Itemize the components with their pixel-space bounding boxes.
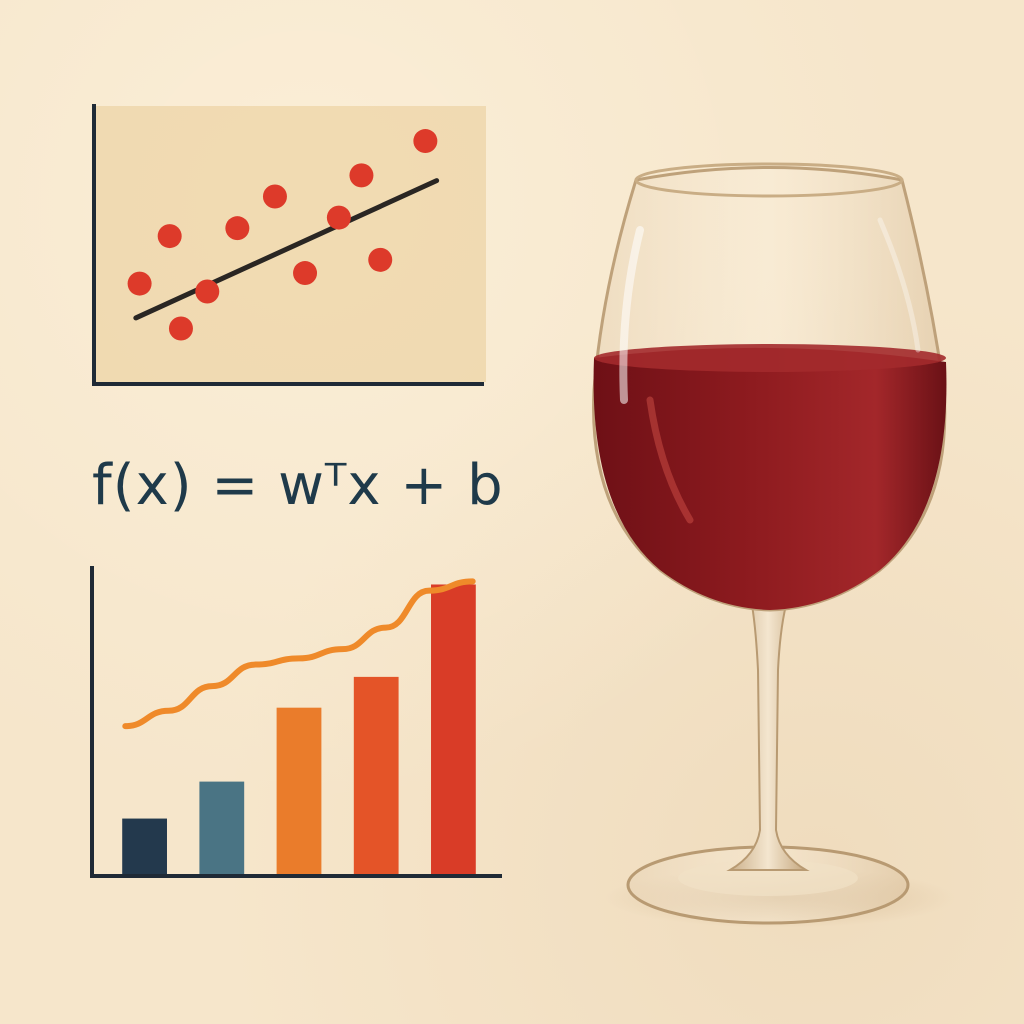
trend-curve [122,578,476,730]
wine-highlight [646,396,694,524]
bar [431,584,476,874]
scatter-point [293,261,318,286]
scatter-chart-svg [92,104,486,386]
scatter-point [195,279,220,304]
glass-stem [726,604,810,871]
scatter-point [168,316,193,341]
regression-line-layer [133,178,440,321]
wine-glass-illustration [580,150,960,950]
scatter-chart [88,100,488,392]
bar [353,676,399,874]
bar-chart-svg [90,566,502,878]
scatter-point [157,224,182,249]
scatter-point [225,216,250,241]
bar-layer [122,584,476,874]
wine-surface [594,344,946,372]
formula-text: f(x) = wᵀx + b [92,453,504,518]
scatter-point [326,205,351,230]
bar-chart [82,560,512,885]
glass-highlight-2 [877,217,921,353]
regression-line [133,178,440,321]
glass-foot-inner [678,860,858,896]
bar [199,781,245,874]
scatter-point [349,163,374,188]
bar [122,818,167,874]
scatter-point [262,184,287,209]
glass-highlight [619,226,644,404]
scatter-point [413,129,438,154]
scatter-point [368,247,393,272]
wine-glass-svg [592,162,955,928]
scatter-points-layer [127,129,438,341]
glass-rim [634,162,904,198]
scatter-point [127,271,152,296]
wine-liquid [593,347,947,610]
bar [276,707,322,874]
